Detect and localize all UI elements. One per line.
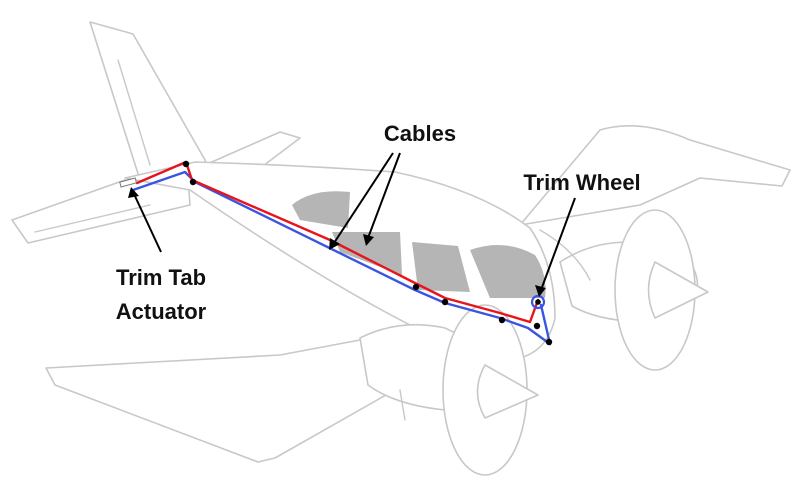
pulley xyxy=(533,322,541,330)
trim-tab-actuator-pointer xyxy=(133,193,162,253)
left-horizontal-stabilizer xyxy=(11,177,191,244)
nose-line xyxy=(539,229,591,281)
trim-tab-actuator-label-line2: Actuator xyxy=(116,299,207,324)
rudder-hinge-line xyxy=(117,59,151,166)
pulley xyxy=(182,160,190,168)
left-wing xyxy=(45,339,431,463)
airframe xyxy=(11,21,791,476)
cable-system xyxy=(119,160,553,346)
callout-labels: Cables Trim Wheel Trim Tab Actuator xyxy=(116,121,641,324)
trim-tab-actuator-label-line1: Trim Tab xyxy=(116,265,206,290)
cables-pointer-left xyxy=(333,152,394,244)
arrowhead xyxy=(329,238,340,250)
pulley xyxy=(535,299,541,305)
window-rear xyxy=(292,191,350,228)
trim-wheel-pointer xyxy=(540,197,576,291)
pulley xyxy=(189,178,197,186)
right-spinner xyxy=(647,261,709,319)
pulley xyxy=(412,283,420,291)
window-middle-front xyxy=(412,242,470,292)
elevator-hinge-line xyxy=(34,204,151,233)
cables-label: Cables xyxy=(384,121,456,146)
fuselage xyxy=(124,161,556,359)
callout-pointers xyxy=(128,152,576,297)
arrowhead xyxy=(535,285,546,297)
window-middle-rear xyxy=(332,232,402,275)
trim-wheel-label: Trim Wheel xyxy=(523,170,640,195)
pulley xyxy=(441,298,449,306)
pulley xyxy=(498,316,506,324)
arrowhead xyxy=(128,187,139,198)
cables-pointer-right xyxy=(367,152,401,239)
pulley xyxy=(545,338,553,346)
vertical-stabilizer xyxy=(89,21,211,181)
right-wing xyxy=(519,125,791,226)
trim-tab-actuator xyxy=(119,177,138,188)
windshield xyxy=(470,245,546,298)
landing-gear-left xyxy=(399,389,406,421)
trim-wheel xyxy=(530,294,546,310)
left-spinner xyxy=(476,364,539,419)
red-trim-cable xyxy=(135,160,540,324)
arrowhead xyxy=(363,234,374,246)
